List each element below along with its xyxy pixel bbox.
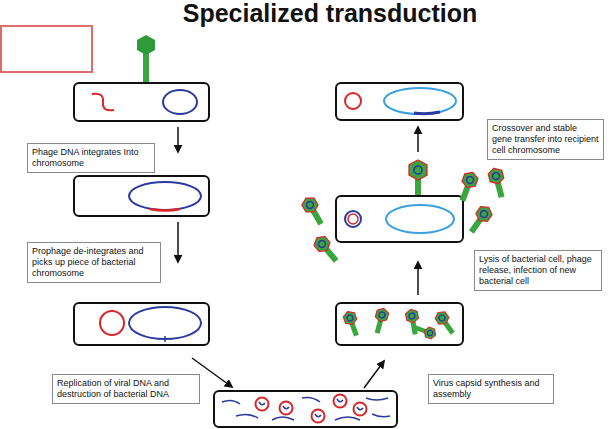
recipient-chromosome [386,205,454,233]
bacterial-cell [336,303,463,345]
highlight-box [1,26,92,72]
step-text: Replication of viral DNA and destruction… [57,378,195,400]
diagram-title: Specialized transduction [110,0,550,28]
step-text: Virus capsid synthesis and assembly [433,378,549,400]
step-note: Crossover and stable gene transfer into … [487,119,604,160]
step-note: Lysis of bacterial cell, phage release, … [474,250,602,291]
step-arrow [364,361,384,388]
step-arrow [177,127,179,152]
phage-dna [92,94,114,111]
prophage [150,209,180,211]
step-note: Phage DNA integrates Into chromosome [27,143,155,173]
phage-head [137,35,155,55]
step-arrow [417,127,419,152]
bacterial-cell [74,176,209,216]
transferred-gene [414,112,440,114]
step-note: Replication of viral DNA and destruction… [52,374,200,404]
bacterial-cell [214,391,397,427]
step-text: Phage DNA integrates Into chromosome [32,147,150,169]
phage-tail [143,52,149,83]
bacterial-cell [74,83,209,121]
recipient-chromosome [384,88,456,114]
step-text: Prophage de-integrates and picks up piec… [32,246,156,279]
phage-dna-circle [100,311,124,335]
bacterial-chromosome [129,307,201,339]
recipient-cell [336,196,463,242]
step-arrow [177,222,179,262]
bacterial-cell [74,303,209,345]
bacterial-chromosome [129,182,201,210]
dna-fragments [222,398,390,421]
bacterial-chromosome [163,90,197,114]
step-text: Lysis of bacterial cell, phage release, … [479,254,597,287]
step-text: Crossover and stable gene transfer into … [492,123,599,156]
step-arrow [417,262,419,295]
recipient-cell [336,83,463,120]
step-note: Prophage de-integrates and picks up piec… [27,242,161,283]
step-note: Virus capsid synthesis and assembly [428,374,554,404]
